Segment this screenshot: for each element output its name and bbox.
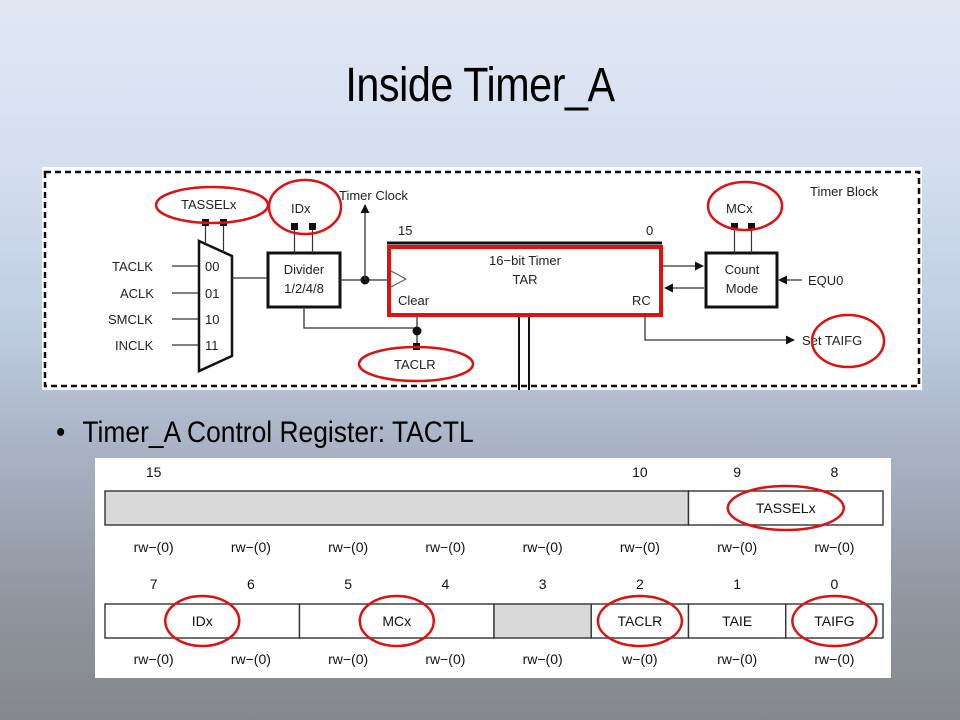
field-highlight-circle-mcx — [358, 594, 435, 648]
mux-source-smclk: SMCLK — [108, 312, 153, 327]
tar-label-line2: TAR — [512, 272, 537, 287]
bit-access: rw−(0) — [717, 651, 757, 667]
bit-number: 7 — [150, 576, 158, 592]
bit-number: 8 — [830, 464, 838, 480]
divider-label-line1: Divider — [284, 262, 325, 277]
count-mode-line1: Count — [725, 262, 760, 277]
register-field-taie — [687, 603, 787, 639]
register-field-tasselx — [687, 490, 884, 526]
bullet-dot-icon: • — [56, 416, 66, 449]
bit-number: 0 — [830, 576, 838, 592]
mux-input-lines — [172, 265, 199, 346]
equ0-label: EQU0 — [808, 273, 843, 288]
bit-access: rw−(0) — [134, 539, 174, 555]
field-name-taie: TAIE — [722, 613, 752, 629]
bit-access: rw−(0) — [814, 651, 854, 667]
bit-access: rw−(0) — [425, 651, 465, 667]
field-name-mcx: MCx — [382, 613, 411, 629]
bullet-item: • Timer_A Control Register: TACTL — [56, 416, 474, 450]
field-name-taifg: TAIFG — [814, 613, 854, 629]
timer-block-frame — [43, 170, 921, 388]
bit-number: 9 — [733, 464, 741, 480]
bit-number: 4 — [441, 576, 449, 592]
field-highlight-circle-taifg — [791, 594, 878, 648]
bit-number: 15 — [146, 464, 162, 480]
bit-number: 1 — [733, 576, 741, 592]
mcx-highlight-circle — [706, 180, 784, 232]
mux-code-11: 11 — [205, 338, 219, 353]
set-taifg-highlight-circle — [810, 313, 886, 369]
mux-code-10: 10 — [205, 312, 219, 327]
bit-access: rw−(0) — [328, 651, 368, 667]
register-field-mcx — [298, 603, 495, 639]
timer-block-label: Timer Block — [810, 184, 879, 199]
timer-tar-box — [387, 245, 663, 317]
register-field-taifg — [785, 603, 884, 639]
count-mode-box — [704, 251, 779, 309]
bit-number: 3 — [539, 576, 547, 592]
bullet-text: Timer_A Control Register: TACTL — [82, 416, 474, 449]
bit-access: rw−(0) — [523, 651, 563, 667]
field-name-taclr: TACLR — [617, 613, 662, 629]
tasselx-label: TASSELx — [181, 197, 237, 212]
tar-bit-low: 0 — [646, 223, 653, 238]
bit-access: rw−(0) — [523, 539, 563, 555]
bit-number: 6 — [247, 576, 255, 592]
count-mode-line2: Mode — [726, 281, 759, 296]
taclr-label: TACLR — [394, 357, 436, 372]
mux-source-aclk: ACLK — [120, 286, 154, 301]
clock-source-mux — [197, 239, 234, 373]
timer-block-svg: Timer Block TACLK ACLK SMCLK INCLK 00 01… — [43, 170, 921, 390]
bit-access: rw−(0) — [425, 539, 465, 555]
bit-access: rw−(0) — [231, 539, 271, 555]
mux-source-inclk: INCLK — [115, 338, 154, 353]
reserved-field — [104, 490, 690, 526]
bit-access: rw−(0) — [231, 651, 271, 667]
bit-number: 10 — [632, 464, 648, 480]
field-highlight-circle-idx — [164, 594, 241, 648]
tar-bit-high: 15 — [398, 223, 412, 238]
bit-number: 2 — [636, 576, 644, 592]
field-name-tasselx: TASSELx — [756, 500, 816, 516]
field-highlight-circle-tasselx — [726, 484, 845, 532]
bit-access: rw−(0) — [620, 539, 660, 555]
slide-title: Inside Timer_A — [345, 59, 615, 112]
idx-highlight-circle — [267, 178, 343, 236]
mcx-label: MCx — [726, 201, 753, 216]
register-field-idx — [104, 603, 301, 639]
timer-block-diagram: Timer Block TACLK ACLK SMCLK INCLK 00 01… — [42, 167, 922, 390]
mux-code-00: 00 — [205, 259, 219, 274]
field-highlight-circle-taclr — [596, 594, 684, 648]
bit-access: w−(0) — [621, 651, 657, 667]
bit-number: 5 — [344, 576, 352, 592]
reserved-field — [493, 603, 592, 639]
mux-source-taclk: TACLK — [112, 259, 153, 274]
taclr-highlight-circle — [357, 345, 475, 383]
bit-access: rw−(0) — [717, 539, 757, 555]
bit-access: rw−(0) — [134, 651, 174, 667]
tar-label-line1: 16−bit Timer — [489, 253, 562, 268]
mux-code-01: 01 — [205, 286, 219, 301]
idx-label: IDx — [291, 201, 311, 216]
tar-rc-label: RC — [632, 293, 651, 308]
field-name-idx: IDx — [192, 613, 213, 629]
timer-clock-label: Timer Clock — [339, 188, 408, 203]
tar-clear-label: Clear — [398, 293, 430, 308]
divider-label-line2: 1/2/4/8 — [284, 281, 324, 296]
bit-access: rw−(0) — [328, 539, 368, 555]
set-taifg-label: Set TAIFG — [802, 333, 862, 348]
bit-access: rw−(0) — [814, 539, 854, 555]
